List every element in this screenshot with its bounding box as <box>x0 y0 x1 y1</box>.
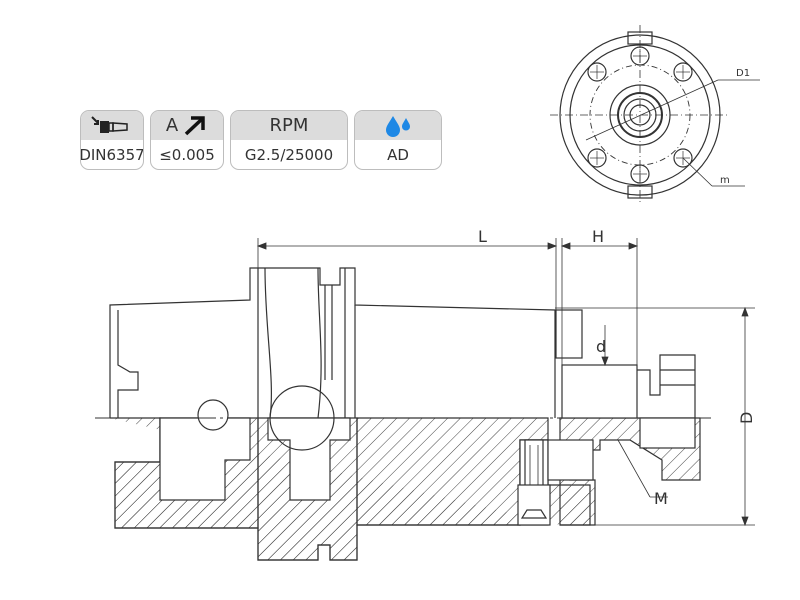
label-h: H <box>592 227 604 246</box>
badge-rpm-header: RPM <box>231 111 347 140</box>
badge-runout-header: A <box>151 111 223 140</box>
clamp-screw <box>524 439 544 491</box>
bolt-hole <box>673 148 693 168</box>
badge-runout: A ≤0.005 <box>150 110 224 170</box>
bolt-hole <box>587 148 607 168</box>
badge-rpm: RPM G2.5/25000 <box>230 110 348 170</box>
label-m-large: M <box>654 489 668 508</box>
badge-standard-header <box>81 111 143 140</box>
badge-coolant-label: AD <box>387 145 409 164</box>
badge-runout-letter: A <box>165 115 179 136</box>
badge-standard: DIN6357 <box>80 110 144 170</box>
badge-rpm-label: G2.5/25000 <box>244 145 334 164</box>
label-d-large: D <box>737 412 756 424</box>
badge-coolant-header <box>355 111 441 140</box>
label-d1: D1 <box>736 68 750 79</box>
collet-holder-icon <box>91 115 128 133</box>
side-view <box>95 238 755 561</box>
badge-coolant: AD <box>354 110 442 170</box>
badge-standard-label: DIN6357 <box>80 145 144 164</box>
upper-outline <box>109 267 556 418</box>
label-d-small: d <box>596 337 606 356</box>
label-m: m <box>720 175 730 186</box>
spec-badges: DIN6357 A ≤0.005 RPM G2.5/25000 AD <box>80 110 445 170</box>
bolt-hole <box>587 62 607 82</box>
end-view <box>550 25 760 205</box>
arrow-up-right-icon <box>184 115 205 135</box>
dimension-lines <box>256 238 755 527</box>
m-leader-line <box>682 157 713 187</box>
d1-dimension-line <box>585 79 719 141</box>
badge-runout-label: ≤0.005 <box>159 145 215 164</box>
bolt-hole <box>673 62 693 82</box>
label-l: L <box>478 227 487 246</box>
drive-hole <box>197 399 229 431</box>
coolant-drops-icon <box>386 115 410 137</box>
